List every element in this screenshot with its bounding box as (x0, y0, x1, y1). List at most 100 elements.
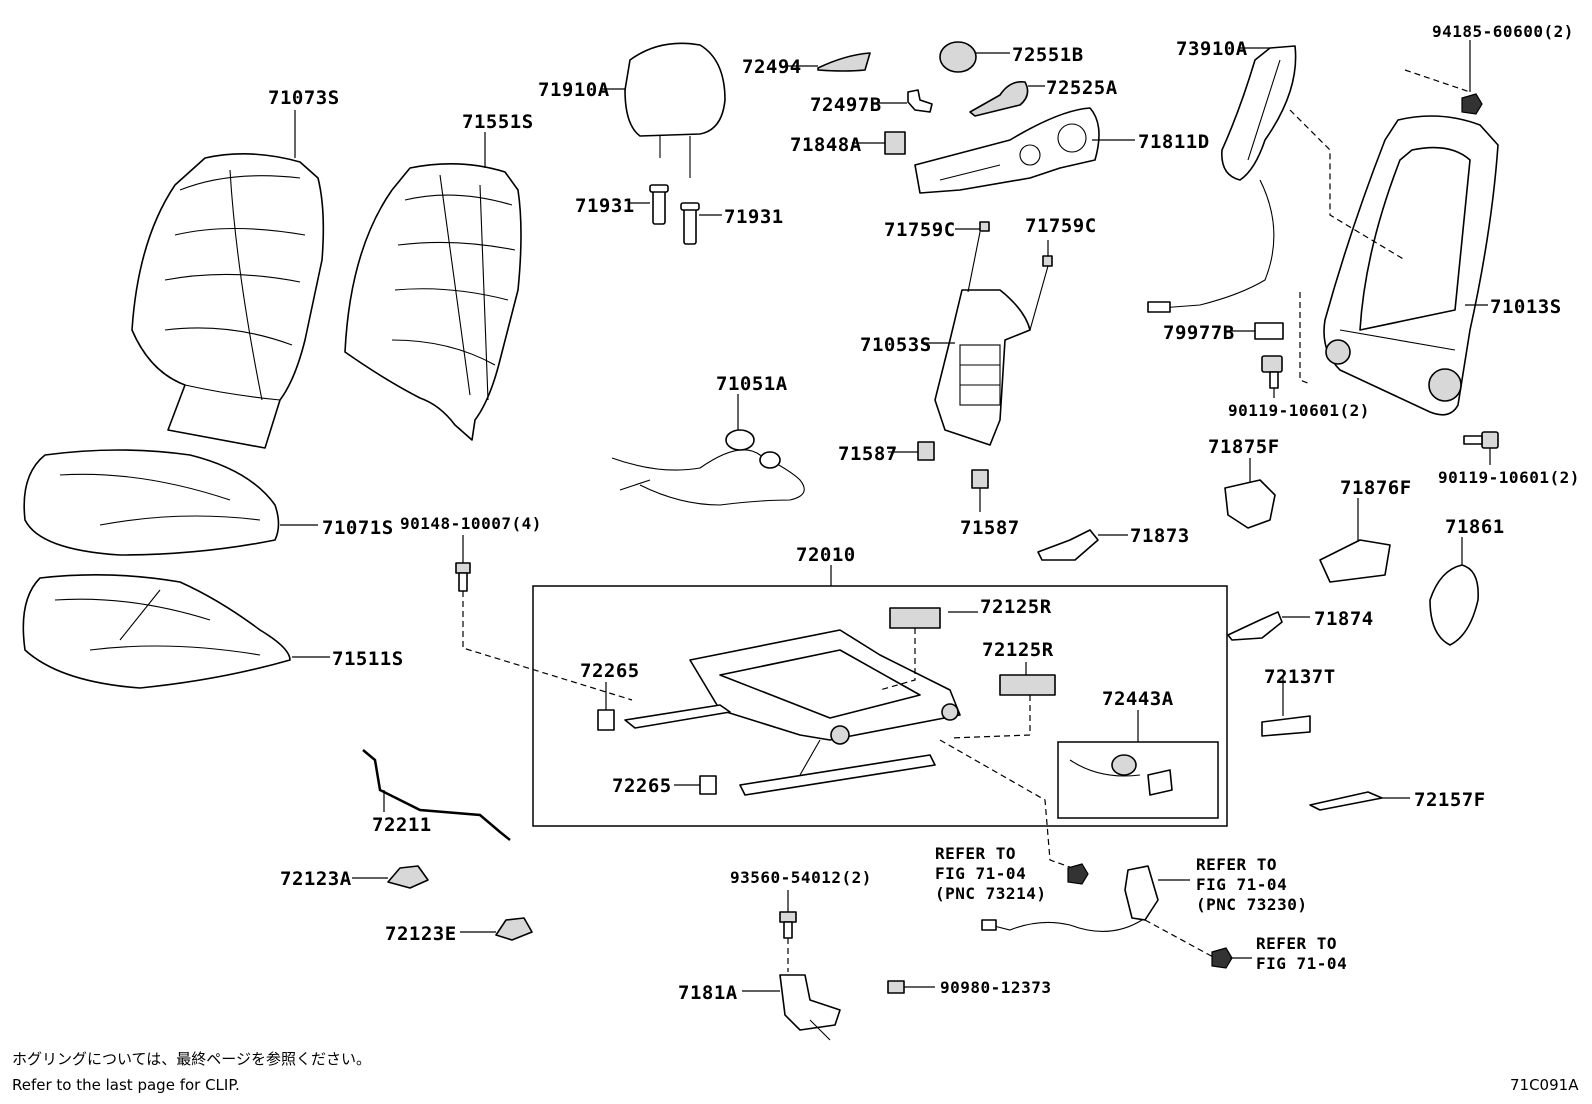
lumbar-support-drawing (934, 231, 1049, 446)
label-73910A: 73910A (1176, 38, 1248, 60)
figure-code: 71C091A (1510, 1076, 1579, 1094)
label-72137T: 72137T (1264, 666, 1336, 688)
cover-part (699, 775, 717, 795)
label-71013S: 71013S (1490, 296, 1562, 318)
label-71873: 71873 (1130, 525, 1190, 547)
label-72211: 72211 (372, 814, 432, 836)
label-71876F: 71876F (1340, 477, 1412, 499)
nut-part (1211, 947, 1233, 969)
bracket-part (884, 131, 906, 155)
label-72494: 72494 (742, 56, 802, 78)
nut-part (1461, 93, 1483, 115)
seat-back-pad-drawing (344, 163, 522, 441)
bolt-part (455, 562, 471, 592)
dash-line (879, 628, 916, 691)
dash-line (939, 739, 1079, 871)
label-72551B: 72551B (1012, 44, 1084, 66)
label-71874: 71874 (1314, 608, 1374, 630)
seat-cushion-pad-drawing (22, 574, 291, 689)
dash-line (1289, 109, 1406, 261)
refer-3-line-2: FIG 71-04 (1256, 954, 1347, 973)
seat-harness-drawing (611, 429, 805, 506)
label-72525A: 72525A (1046, 77, 1118, 99)
label-90148-10007: 90148-10007(4) (400, 514, 542, 533)
label-71587-a: 71587 (838, 443, 898, 465)
label-72443A: 72443A (1102, 688, 1174, 710)
refer-2-line-3: (PNC 73230) (1196, 895, 1307, 914)
label-71875F: 71875F (1208, 436, 1280, 458)
label-7181A: 7181A (678, 982, 738, 1004)
cover-part (1309, 791, 1383, 811)
label-71511S: 71511S (332, 648, 404, 670)
label-79977B: 79977B (1163, 322, 1235, 344)
refer-1-line-2: FIG 71-04 (935, 864, 1026, 883)
label-72123E: 72123E (385, 923, 457, 945)
label-90119-10601-b: 90119-10601(2) (1438, 468, 1580, 487)
refer-2-line-1: REFER TO (1196, 855, 1277, 874)
headrest-guide-drawing (649, 184, 700, 245)
connector-part (971, 469, 989, 489)
motor-assembly-drawing (1069, 754, 1173, 796)
clip-part (979, 221, 990, 232)
label-72125R-b: 72125R (982, 639, 1054, 661)
dash-line (1144, 919, 1216, 959)
cover-part (1261, 715, 1311, 737)
lever-part (969, 80, 1029, 117)
side-shield-drawing (914, 107, 1100, 194)
dash-line (1299, 292, 1311, 385)
label-71861: 71861 (1445, 516, 1505, 538)
label-71910A: 71910A (538, 79, 610, 101)
clip-part (1042, 255, 1053, 267)
cover-part (1227, 611, 1283, 641)
bolt-part (1261, 355, 1283, 389)
label-71931-a: 71931 (575, 195, 635, 217)
cover-part (1429, 564, 1479, 646)
motor-part (889, 607, 941, 629)
label-71931-b: 71931 (724, 206, 784, 228)
label-71071S: 71071S (322, 517, 394, 539)
label-90119-10601-a: 90119-10601(2) (1228, 401, 1370, 420)
label-72125R-a: 72125R (980, 596, 1052, 618)
dash-line (1404, 69, 1471, 93)
refer-3-line-1: REFER TO (1256, 934, 1337, 953)
headrest-drawing (624, 42, 726, 178)
sub-assembly-box (1057, 741, 1219, 819)
rod-part (362, 749, 511, 841)
label-71073S: 71073S (268, 87, 340, 109)
label-71551S: 71551S (462, 111, 534, 133)
seat-back-cover-drawing (131, 153, 325, 449)
cover-part (387, 865, 429, 889)
cover-part (495, 917, 533, 941)
label-71587-b: 71587 (960, 517, 1020, 539)
side-airbag-drawing (1147, 45, 1297, 313)
footnote-japanese: ホグリングについては、最終ページを参照ください。 (12, 1050, 371, 1068)
label-71759C-b: 71759C (1025, 215, 1097, 237)
label-71759C-a: 71759C (884, 219, 956, 241)
label-71051A: 71051A (716, 373, 788, 395)
trim-cover-part (817, 52, 871, 72)
seat-back-frame-drawing (1323, 115, 1499, 416)
seat-adjuster-group-box (532, 585, 1228, 827)
connector-part (917, 441, 935, 461)
dash-line (949, 695, 1031, 739)
label-72265-a: 72265 (580, 660, 640, 682)
bolt-part (1463, 431, 1499, 449)
label-71848A: 71848A (790, 134, 862, 156)
control-switch-drawing (779, 974, 841, 1041)
connector-part (887, 980, 905, 994)
refer-1-line-1: REFER TO (935, 844, 1016, 863)
label-71053S: 71053S (860, 334, 932, 356)
screw-part (779, 911, 797, 939)
footnote-english: Refer to the last page for CLIP. (12, 1076, 240, 1094)
label-93560-54012: 93560-54012(2) (730, 868, 872, 887)
nut-part (1067, 863, 1089, 885)
seat-adjuster-frame-drawing (624, 629, 961, 796)
seat-belt-buckle-drawing (981, 865, 1159, 932)
cover-part (1319, 539, 1391, 583)
label-72123A: 72123A (280, 868, 352, 890)
refer-2-line-2: FIG 71-04 (1196, 875, 1287, 894)
clip-part (907, 89, 933, 113)
label-part (1254, 322, 1284, 340)
label-72157F: 72157F (1414, 789, 1486, 811)
